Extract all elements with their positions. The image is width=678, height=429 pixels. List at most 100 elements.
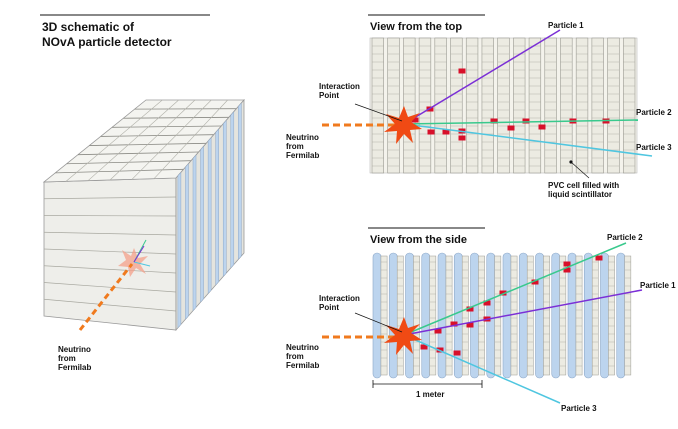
front-plane-line: [43, 298, 177, 312]
side-strip: [215, 128, 219, 286]
top-column: [434, 37, 447, 174]
side-hit: [466, 306, 474, 312]
front-plane-line: [43, 248, 177, 255]
side-hit: [420, 344, 428, 350]
side-interaction-label-1: Interaction: [319, 294, 360, 303]
top-particle-2-label: Particle 2: [636, 108, 672, 117]
scale-bar: [372, 380, 483, 388]
side-view-title: View from the side: [370, 234, 467, 246]
side-strip: [192, 154, 197, 312]
detector-front-face: [43, 177, 177, 331]
front-plane-line: [43, 282, 177, 293]
side-beige-column: [575, 255, 583, 376]
top-column: [497, 37, 510, 174]
side-beige-column: [461, 255, 469, 376]
side-beige-column: [429, 255, 437, 376]
side-blue-column: [616, 252, 626, 379]
side-blue-column: [437, 252, 447, 379]
top-column: [371, 37, 385, 174]
top-interaction-pointer: [354, 103, 403, 122]
side-interaction-label-2: Point: [319, 303, 339, 312]
top-hit: [411, 117, 419, 123]
side-hit: [531, 279, 539, 285]
side-beige-column: [624, 255, 632, 376]
side-blue-column: [518, 252, 528, 379]
top-track-particle-3: [403, 123, 653, 157]
side-beige-column: [591, 255, 599, 376]
top-column: [450, 37, 463, 174]
neutrino-label-3d-3: Fermilab: [58, 363, 91, 372]
top-column: [607, 37, 620, 174]
title-3d-line2: NOvA particle detector: [42, 35, 172, 49]
side-neutrino-label-3: Fermilab: [286, 361, 319, 370]
side-interaction-pointer: [354, 312, 403, 333]
side-interaction-burst: [384, 317, 422, 355]
side-track-particle-2: [403, 242, 627, 336]
side-strip: [222, 119, 227, 278]
top-hit: [442, 129, 450, 135]
top-hit: [427, 129, 435, 135]
scale-bar-label: 1 meter: [416, 390, 444, 399]
side-particle-1-label: Particle 1: [640, 281, 676, 290]
side-beige-column: [396, 255, 404, 376]
top-column: [387, 37, 400, 174]
title-3d-line1: 3D schematic of: [42, 20, 135, 34]
side-strip: [207, 137, 212, 295]
top-track-particle-1: [403, 29, 561, 125]
side-hit: [563, 267, 571, 273]
detector-side-strips: [177, 102, 242, 329]
side-hit: [453, 350, 461, 356]
top-cell-line: [153, 99, 228, 179]
side-beige-column: [608, 255, 615, 376]
top-column: [528, 37, 542, 174]
side-blue-column: [470, 252, 479, 379]
top-particle-3-label: Particle 3: [636, 143, 672, 152]
top-hit: [490, 118, 498, 124]
side-track-particle-3: [403, 334, 561, 404]
interaction-burst-3d: [118, 239, 151, 277]
top-particle-1-label: Particle 1: [548, 21, 584, 30]
side-blue-column: [600, 252, 609, 379]
top-column: [544, 37, 557, 174]
side-neutrino-label-1: Neutrino: [286, 343, 319, 352]
side-hit: [483, 300, 491, 306]
side-hit: [434, 328, 442, 334]
panel-top-view: View from the top Interaction Point Neut…: [286, 14, 672, 199]
side-hit: [466, 322, 474, 328]
detector-front-plane-lines: [43, 196, 177, 312]
top-cell-line: [87, 99, 179, 181]
top-hit: [538, 124, 546, 130]
top-hit: [458, 135, 466, 141]
front-plane-line: [43, 196, 177, 200]
front-plane-line: [43, 231, 177, 236]
top-column: [591, 37, 604, 174]
side-beige-column: [510, 255, 518, 376]
top-column: [560, 37, 573, 174]
side-blue-column: [405, 252, 414, 379]
top-neutrino-label-2: from: [286, 142, 304, 151]
side-hit: [563, 261, 571, 267]
side-strip: [238, 102, 242, 261]
top-column: [418, 37, 432, 174]
side-blue-column: [486, 252, 496, 379]
top-neutrino-label-1: Neutrino: [286, 133, 319, 142]
side-beige-column: [559, 255, 567, 376]
side-beige-column: [494, 255, 502, 376]
pvc-label-1: PVC cell filled with: [548, 181, 619, 190]
side-track-particle-1: [403, 289, 643, 336]
side-blue-column: [535, 252, 544, 379]
top-column: [575, 37, 589, 174]
top-neutrino-label-3: Fermilab: [286, 151, 319, 160]
top-view-cell-grid: [369, 37, 638, 174]
top-column: [481, 37, 494, 174]
front-plane-line: [43, 215, 177, 217]
neutrino-beam-3d: [78, 263, 134, 331]
top-column: [403, 37, 416, 174]
top-hit: [507, 125, 515, 131]
top-interaction-label-2: Point: [319, 91, 339, 100]
top-cell-line: [65, 99, 163, 182]
top-cell-line: [131, 99, 212, 180]
top-view-title: View from the top: [370, 21, 462, 33]
panel-3d-schematic: 3D schematic of NOvA particle detector N…: [40, 14, 245, 372]
